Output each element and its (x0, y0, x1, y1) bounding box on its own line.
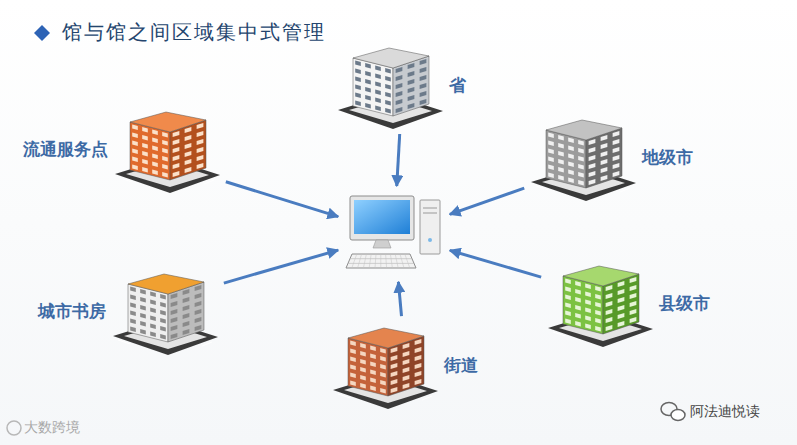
building-node: 县级市 (545, 258, 714, 348)
building-illustration (330, 320, 440, 410)
node-label: 流通服务点 (19, 138, 112, 161)
node-label: 县级市 (655, 292, 714, 315)
flow-arrow (450, 250, 541, 277)
building-node: 流通服务点 (19, 104, 222, 194)
watermark: 阿法迪悦读 (690, 403, 760, 421)
building-illustration (545, 258, 655, 348)
building-illustration (112, 104, 222, 194)
diagram-title: 馆与馆之间区域集中式管理 (62, 19, 326, 46)
node-label: 城市书房 (34, 300, 110, 323)
node-label: 地级市 (638, 146, 697, 169)
flow-arrow (397, 134, 400, 186)
watermark-logo (7, 421, 21, 435)
flow-arrow (398, 282, 401, 316)
building-illustration (110, 266, 220, 356)
node-label: 街道 (440, 354, 482, 377)
server-node (342, 190, 446, 278)
flow-arrow (226, 182, 338, 217)
building-illustration (528, 112, 638, 202)
building-node: 街道 (330, 320, 482, 410)
computer-illustration (342, 190, 446, 278)
flow-arrow (224, 250, 338, 283)
building-illustration (335, 40, 445, 130)
wechat-icon (661, 403, 685, 421)
flow-arrow (450, 188, 524, 214)
building-node: 地级市 (528, 112, 697, 202)
node-label: 省 (445, 74, 470, 97)
title-diamond (34, 25, 50, 41)
watermark: 大数跨境 (24, 419, 80, 437)
building-node: 省 (335, 40, 470, 130)
building-node: 城市书房 (34, 266, 220, 356)
